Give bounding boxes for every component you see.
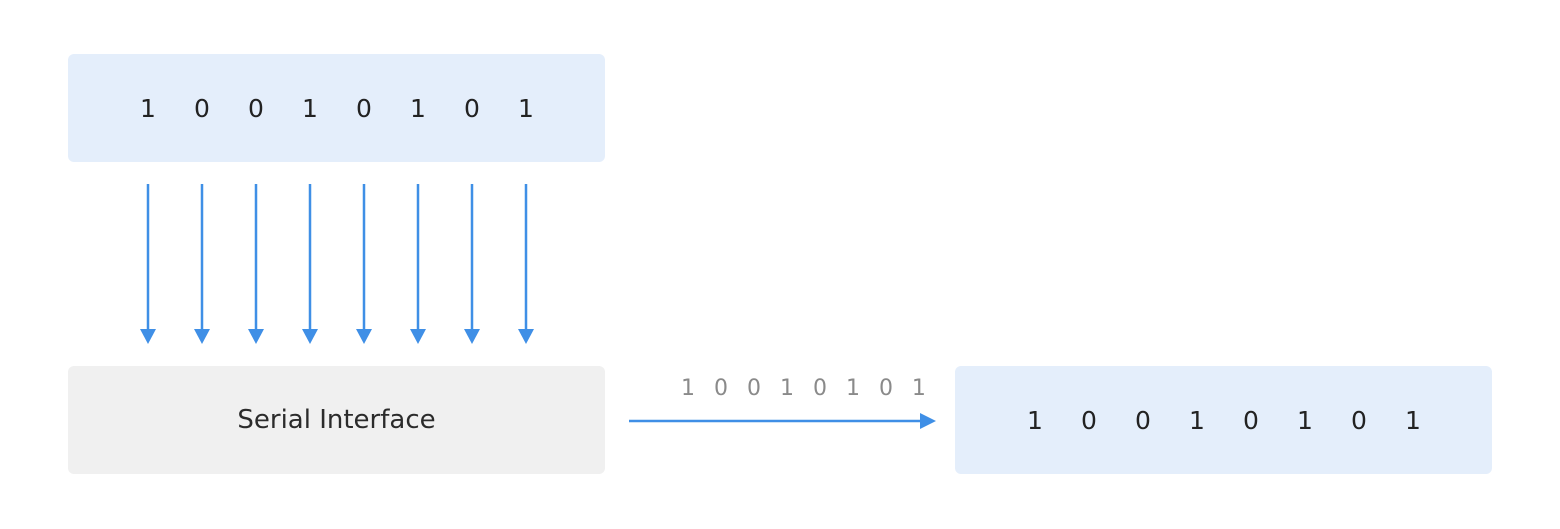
serial-interface-label: Serial Interface — [237, 405, 436, 435]
serial-stream-label: 1 0 0 1 0 1 0 1 — [681, 376, 932, 401]
output-bit: 0 — [1135, 406, 1151, 435]
output-bit: 0 — [1081, 406, 1097, 435]
parallel-arrow-head — [248, 329, 264, 344]
parallel-arrow-head — [518, 329, 534, 344]
parallel-arrow-head — [410, 329, 426, 344]
output-bit: 0 — [1243, 406, 1259, 435]
serial-interface-box: Serial Interface — [68, 366, 605, 474]
parallel-arrow-head — [356, 329, 372, 344]
input-bit: 1 — [140, 94, 156, 123]
input-bit: 0 — [194, 94, 210, 123]
input-bit: 1 — [302, 94, 318, 123]
output-bit: 1 — [1405, 406, 1421, 435]
output-bit: 1 — [1189, 406, 1205, 435]
output-box: 1 0 0 1 0 1 0 1 — [955, 366, 1492, 474]
input-bit: 0 — [464, 94, 480, 123]
parallel-arrow-head — [194, 329, 210, 344]
input-bit: 1 — [518, 94, 534, 123]
input-bit: 1 — [410, 94, 426, 123]
input-bit: 0 — [356, 94, 372, 123]
output-bit: 1 — [1027, 406, 1043, 435]
serial-arrow-head — [920, 413, 936, 429]
parallel-arrow-head — [140, 329, 156, 344]
parallel-input-box: 1 0 0 1 0 1 0 1 — [68, 54, 605, 162]
output-bit: 0 — [1351, 406, 1367, 435]
parallel-arrow-head — [464, 329, 480, 344]
parallel-arrow-head — [302, 329, 318, 344]
output-bit: 1 — [1297, 406, 1313, 435]
input-bit: 0 — [248, 94, 264, 123]
